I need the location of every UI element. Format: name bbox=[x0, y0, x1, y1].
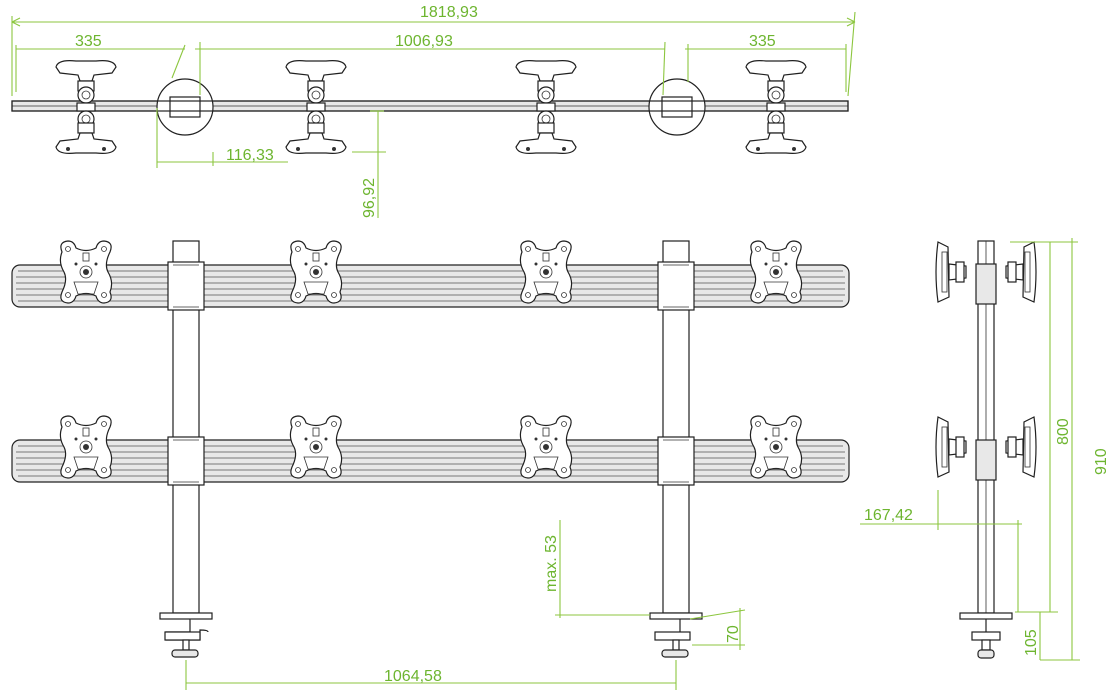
front-view-upper-rail bbox=[11, 264, 850, 308]
dim-top-center-span: 1006,93 bbox=[395, 33, 453, 50]
front-view-vesa-plate-upper-2 bbox=[289, 240, 343, 304]
front-view-vesa-plate-upper-4 bbox=[749, 240, 803, 304]
dim-front-clamp-height: 70 bbox=[725, 625, 742, 643]
side-view-dimensions: 800 910 105 167,42 bbox=[860, 238, 1110, 661]
dim-top-left-offset: 335 bbox=[75, 33, 102, 50]
front-view-vesa-plate-lower-3 bbox=[519, 415, 573, 479]
dim-side-depth: 167,42 bbox=[864, 507, 913, 524]
dim-front-max-desk: max. 53 bbox=[543, 535, 560, 592]
side-view-upper-right-mount bbox=[1005, 241, 1037, 303]
front-view-pole-right bbox=[649, 240, 703, 658]
top-view bbox=[11, 59, 849, 154]
front-view-dimensions: max. 53 70 1064,58 bbox=[185, 520, 746, 690]
dim-side-upper-height: 800 bbox=[1055, 418, 1072, 445]
front-view-vesa-plate-lower-4 bbox=[749, 415, 803, 479]
front-view bbox=[11, 240, 850, 658]
side-view-upper-left-mount bbox=[935, 241, 967, 303]
dim-top-pole-to-mount: 116,33 bbox=[226, 147, 274, 164]
front-view-pole-left bbox=[159, 240, 213, 658]
front-view-vesa-plate-upper-1 bbox=[59, 240, 113, 304]
side-view bbox=[935, 240, 1037, 659]
dim-top-overall-width: 1818,93 bbox=[420, 4, 478, 21]
dim-front-pole-spacing: 1064,58 bbox=[384, 668, 442, 685]
front-view-vesa-plate-lower-1 bbox=[59, 415, 113, 479]
dim-side-clamp-height: 105 bbox=[1023, 629, 1040, 656]
front-view-vesa-plate-lower-2 bbox=[289, 415, 343, 479]
dim-top-right-offset: 335 bbox=[749, 33, 776, 50]
dim-top-depth: 96,92 bbox=[361, 178, 378, 218]
side-view-lower-left-mount bbox=[935, 416, 967, 478]
front-view-lower-rail bbox=[11, 439, 850, 483]
side-view-lower-right-mount bbox=[1005, 416, 1037, 478]
front-view-vesa-plate-upper-3 bbox=[519, 240, 573, 304]
top-view-dimensions: 1818,93 335 1006,93 335 116,33 96,92 bbox=[11, 4, 856, 218]
dim-side-total-height: 910 bbox=[1093, 448, 1110, 475]
